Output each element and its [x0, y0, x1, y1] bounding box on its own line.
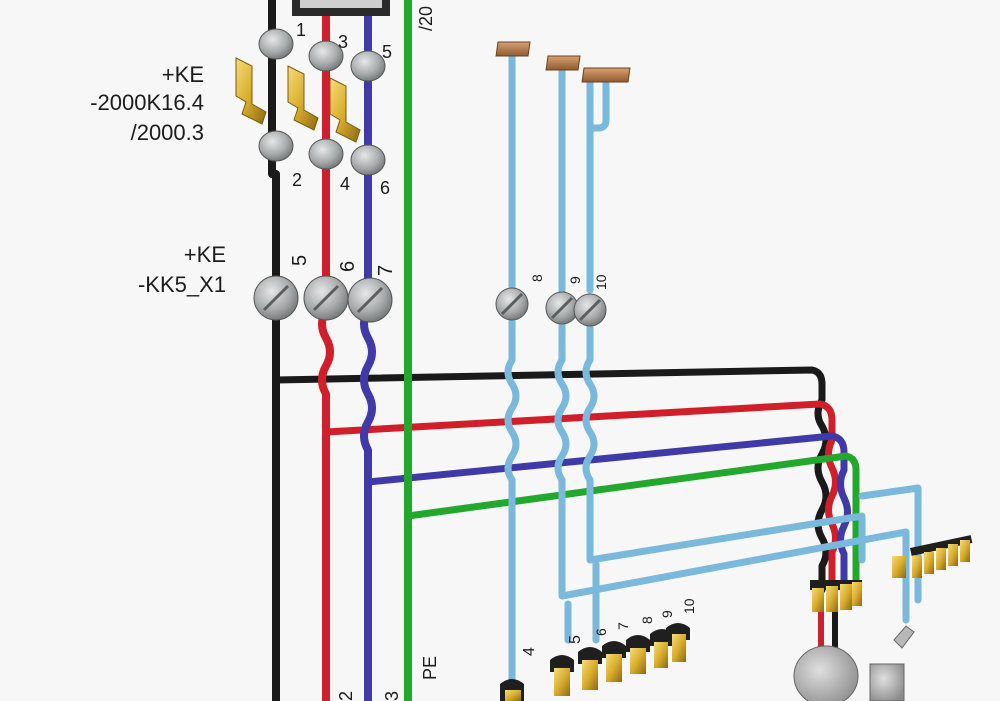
- bottom-contacts: [500, 623, 690, 701]
- strip-terminal-10-label: 10: [593, 274, 609, 290]
- bottom-number-5: 5: [567, 635, 584, 644]
- breaker-contacts: [235, 57, 361, 143]
- breaker-designation-line-2: -2000K16.4: [90, 90, 204, 115]
- terminal-block-8: [495, 287, 529, 321]
- strip-terminal-7-label: 7: [375, 265, 397, 276]
- strip-terminal-5-label: 5: [289, 255, 311, 266]
- breaker-bottom-terminal-2: 2: [292, 170, 302, 190]
- strip-terminal-9-label: 9: [567, 276, 583, 284]
- terminal-strip-designation-line-2: -KK5_X1: [138, 272, 226, 297]
- bottom-number-4: 4: [521, 647, 538, 656]
- strip-terminal-6-label: 6: [337, 261, 359, 272]
- bottom-number-6: 6: [593, 628, 609, 636]
- terminal-block-7: [347, 277, 393, 323]
- wire-green-pe: [404, 0, 860, 701]
- wire-red: [318, 0, 839, 701]
- wire-black: [268, 0, 830, 701]
- wire-cyan-signals: [504, 50, 922, 684]
- bottom-number-10: 10: [681, 598, 697, 614]
- breaker-designation: +KE -2000K16.4 /2000.3: [90, 62, 204, 145]
- bottom-number-8: 8: [639, 616, 655, 624]
- terminal-block-5: [253, 275, 299, 321]
- breaker-bottom-terminal-4: 4: [340, 174, 350, 194]
- breaker-designation-line-1: +KE: [162, 62, 204, 87]
- breaker-bottom-terminal-6: 6: [380, 178, 390, 198]
- bottom-number-3: 3: [382, 691, 402, 701]
- breaker-top-terminal-5: 5: [382, 42, 392, 62]
- breaker-housing: [292, 0, 390, 16]
- pe-label: PE: [420, 656, 440, 680]
- breaker-top-terminal-3: 3: [338, 32, 348, 52]
- breaker-designation-line-3: /2000.3: [131, 120, 204, 145]
- breaker-top-terminal-1: 1: [296, 20, 306, 40]
- bottom-number-7: 7: [615, 622, 631, 630]
- terminal-strip-designation: +KE -KK5_X1: [138, 242, 226, 297]
- top-ref-label: /20: [416, 6, 436, 31]
- terminal-block-10: [573, 293, 607, 327]
- device-cluster-right: [793, 535, 973, 701]
- terminal-strip-signal: [495, 287, 607, 327]
- terminal-block-9: [545, 291, 579, 325]
- strip-terminal-8-label: 8: [529, 274, 545, 282]
- terminal-strip-power: [253, 275, 393, 323]
- breaker-top-terminals: [258, 28, 386, 82]
- terminal-strip-designation-line-1: +KE: [184, 242, 226, 267]
- bottom-number-9: 9: [659, 610, 675, 618]
- bottom-number-2: 2: [336, 691, 356, 701]
- terminal-block-6: [303, 275, 349, 321]
- relay-pins: [495, 41, 631, 83]
- breaker-bottom-terminals: [258, 130, 386, 176]
